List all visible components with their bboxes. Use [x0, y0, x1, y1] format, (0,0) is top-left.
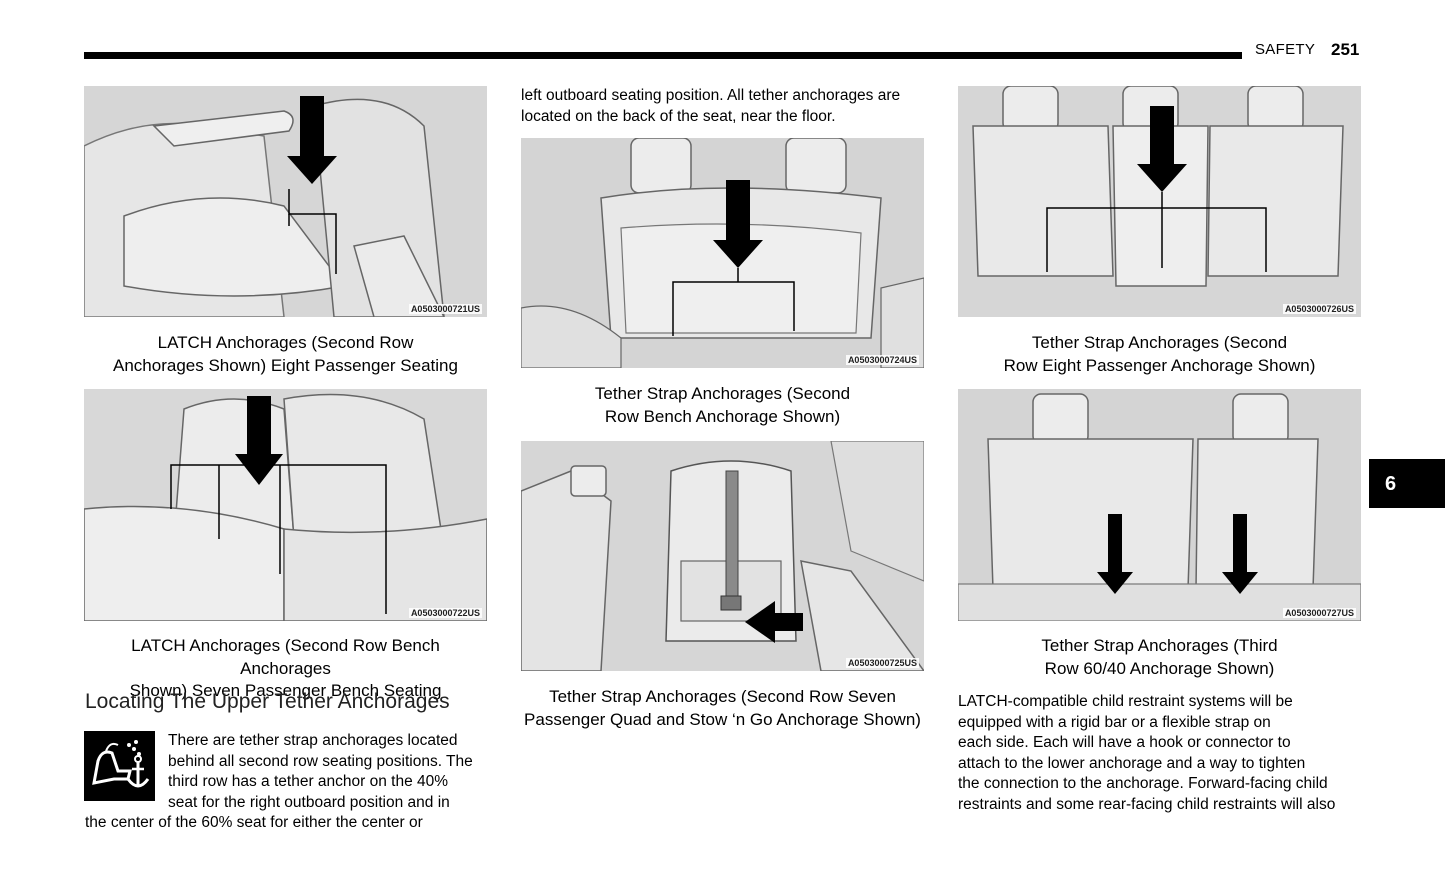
paragraph-line: LATCH-compatible child restraint systems…: [958, 693, 1293, 710]
tether-paragraph-continued: the center of the 60% seat for either th…: [85, 813, 505, 834]
caption-line: Row Bench Anchorage Shown): [604, 406, 841, 426]
chapter-number: 6: [1385, 473, 1397, 495]
figure-code: A0503000725US: [845, 658, 919, 668]
tether-paragraph-indented: There are tether strap anchorages locate…: [168, 731, 498, 813]
paragraph-line: equipped with a rigid bar or a flexible …: [958, 713, 1271, 731]
paragraph-line: the connection to the anchorage. Forward…: [958, 775, 1328, 792]
section-title: SAFETY: [1255, 41, 1316, 58]
caption-line: Tether Strap Anchorages (Second: [1031, 333, 1288, 352]
paragraph-line: each side. Each will have a hook or conn…: [958, 734, 1291, 751]
seat-illustration: [958, 389, 1361, 621]
caption-tether-second-row-bench: Tether Strap Anchorages (Second Row Benc…: [521, 383, 924, 428]
paragraph-line: the center of the 60% seat for either th…: [85, 814, 423, 831]
caption-line: LATCH Anchorages (Second Row: [157, 333, 414, 352]
caption-line: Row 60/40 Anchorage Shown): [1044, 658, 1275, 678]
caption-line: Tether Strap Anchorages (Third: [1041, 636, 1278, 655]
figure-tether-second-row-bench: A0503000724US: [521, 138, 924, 368]
caption-line: Passenger Quad and Stow ‘n Go Anchorage …: [524, 709, 921, 729]
figure-code: A0503000727US: [1282, 608, 1356, 618]
paragraph-line: located on the back of the seat, near th…: [521, 107, 836, 125]
seat-illustration: [84, 86, 487, 317]
paragraph-line: third row has a tether anchor on the 40%: [168, 773, 449, 790]
caption-tether-quad-stow-n-go: Tether Strap Anchorages (Second Row Seve…: [521, 686, 924, 731]
seat-illustration: [958, 86, 1361, 317]
caption-line: Tether Strap Anchorages (Second Row Seve…: [549, 687, 896, 706]
paragraph-line: There are tether strap anchorages locate…: [168, 732, 458, 749]
caption-tether-eight-passenger: Tether Strap Anchorages (Second Row Eigh…: [958, 332, 1361, 377]
caption-line: Tether Strap Anchorages (Second: [594, 384, 851, 403]
caption-line: Anchorages Shown) Eight Passenger Seatin…: [113, 355, 458, 375]
header-rule: [84, 52, 1242, 59]
figure-tether-quad-stow-n-go: A0503000725US: [521, 441, 924, 671]
section-heading: Locating The Upper Tether Anchorages: [85, 690, 450, 713]
figure-code: A0503000722US: [408, 608, 482, 618]
paragraph-line: seat for the right outboard position and…: [168, 793, 450, 811]
caption-line: Row Eight Passenger Anchorage Shown): [1003, 355, 1316, 375]
child-seat-tether-anchor-icon: [84, 731, 155, 801]
caption-latch-eight-passenger: LATCH Anchorages (Second Row Anchorages …: [84, 332, 487, 377]
page-number: 251: [1331, 40, 1360, 59]
chapter-tab[interactable]: 6: [1369, 459, 1445, 508]
figure-tether-eight-passenger: A0503000726US: [958, 86, 1361, 317]
paragraph-line: restraints and some rear-facing child re…: [958, 795, 1336, 813]
figure-tether-third-row-60-40: A0503000727US: [958, 389, 1361, 621]
figure-code: A0503000726US: [1282, 304, 1356, 314]
caption-tether-third-row-60-40: Tether Strap Anchorages (Third Row 60/40…: [958, 635, 1361, 680]
paragraph-line: behind all second row seating positions.…: [168, 752, 473, 770]
seat-illustration: [521, 441, 924, 671]
paragraph-line: left outboard seating position. All teth…: [521, 87, 901, 104]
caption-line: Shown) Seven Passenger Bench Seating: [129, 681, 442, 700]
seat-illustration: [521, 138, 924, 368]
caption-line: LATCH Anchorages (Second Row Bench Ancho…: [131, 636, 440, 678]
caption-latch-seven-passenger-bench: LATCH Anchorages (Second Row Bench Ancho…: [84, 635, 487, 703]
figure-code: A0503000721US: [408, 304, 482, 314]
tether-icon-graphic: [92, 740, 150, 788]
seat-illustration: [84, 389, 487, 621]
paragraph-line: attach to the lower anchorage and a way …: [958, 754, 1306, 772]
col2-paragraph: left outboard seating position. All teth…: [521, 86, 931, 127]
figure-latch-seven-passenger-bench: A0503000722US: [84, 389, 487, 621]
figure-code: A0503000724US: [845, 355, 919, 365]
latch-paragraph: LATCH-compatible child restraint systems…: [958, 692, 1378, 815]
figure-latch-eight-passenger: A0503000721US: [84, 86, 487, 317]
